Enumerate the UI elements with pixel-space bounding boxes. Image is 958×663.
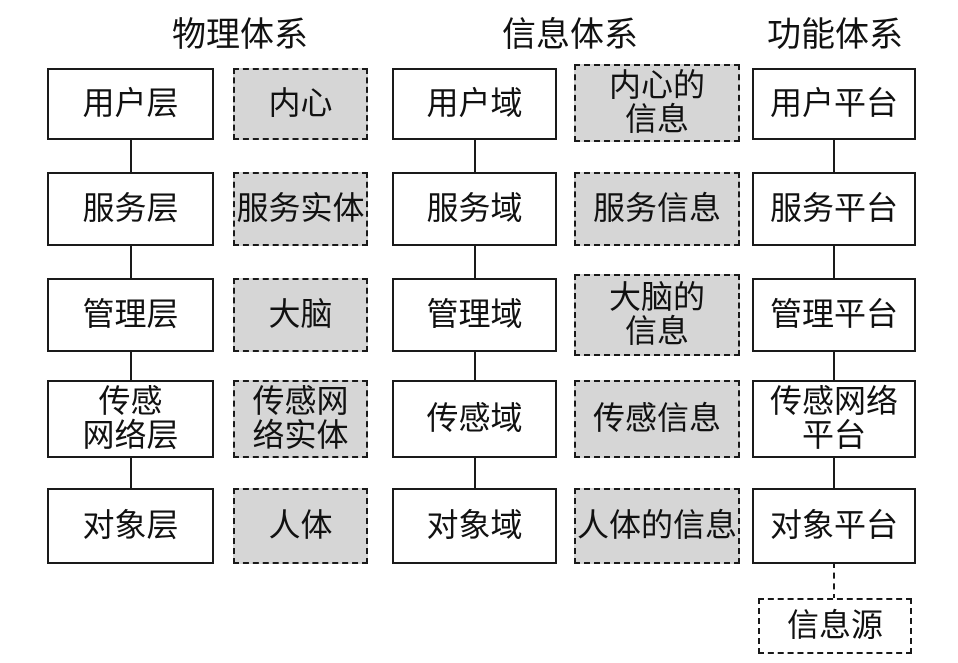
physical-layer-service: 服务层 [47, 172, 214, 246]
functional-platform-object: 对象平台 [752, 488, 916, 564]
connector-functional-3 [833, 350, 835, 380]
physical-entity-brain: 大脑 [233, 278, 368, 352]
functional-platform-user: 用户平台 [752, 68, 916, 140]
physical-system-heading: 物理体系 [172, 15, 308, 55]
connector-physical-2 [130, 244, 132, 280]
info-domain-user: 用户域 [392, 68, 557, 140]
connector-functional-1 [833, 138, 835, 174]
physical-entity-service: 服务实体 [233, 172, 368, 246]
physical-entity-heart: 内心 [233, 68, 368, 140]
physical-entity-sensor-network: 传感网 络实体 [233, 380, 368, 458]
info-domain-service: 服务域 [392, 172, 557, 246]
info-content-human-body: 人体的信息 [574, 488, 740, 564]
connector-physical-3 [130, 350, 132, 380]
info-domain-object: 对象域 [392, 488, 557, 564]
functional-platform-service: 服务平台 [752, 172, 916, 246]
physical-layer-sensor-network: 传感 网络层 [47, 380, 214, 458]
info-content-service: 服务信息 [574, 172, 740, 246]
functional-system-heading: 功能体系 [767, 15, 903, 55]
connector-physical-1 [130, 138, 132, 174]
connector-physical-4 [130, 456, 132, 490]
physical-layer-object: 对象层 [47, 488, 214, 564]
connector-functional-4 [833, 456, 835, 490]
physical-layer-user: 用户层 [47, 68, 214, 140]
functional-platform-sensor-network: 传感网络 平台 [752, 380, 916, 458]
info-domain-sensor: 传感域 [392, 380, 557, 458]
connector-info-3 [474, 350, 476, 380]
connector-functional-info-source [833, 562, 835, 600]
information-system-heading: 信息体系 [502, 15, 638, 55]
connector-info-4 [474, 456, 476, 490]
connector-info-1 [474, 138, 476, 174]
info-domain-management: 管理域 [392, 278, 557, 352]
info-content-brain: 大脑的 信息 [574, 274, 740, 356]
info-source: 信息源 [758, 598, 912, 654]
info-content-heart: 内心的 信息 [574, 64, 740, 142]
connector-functional-2 [833, 244, 835, 280]
connector-info-2 [474, 244, 476, 280]
physical-layer-management: 管理层 [47, 278, 214, 352]
info-content-sensor: 传感信息 [574, 380, 740, 458]
functional-platform-management: 管理平台 [752, 278, 916, 352]
physical-entity-human-body: 人体 [233, 488, 368, 564]
